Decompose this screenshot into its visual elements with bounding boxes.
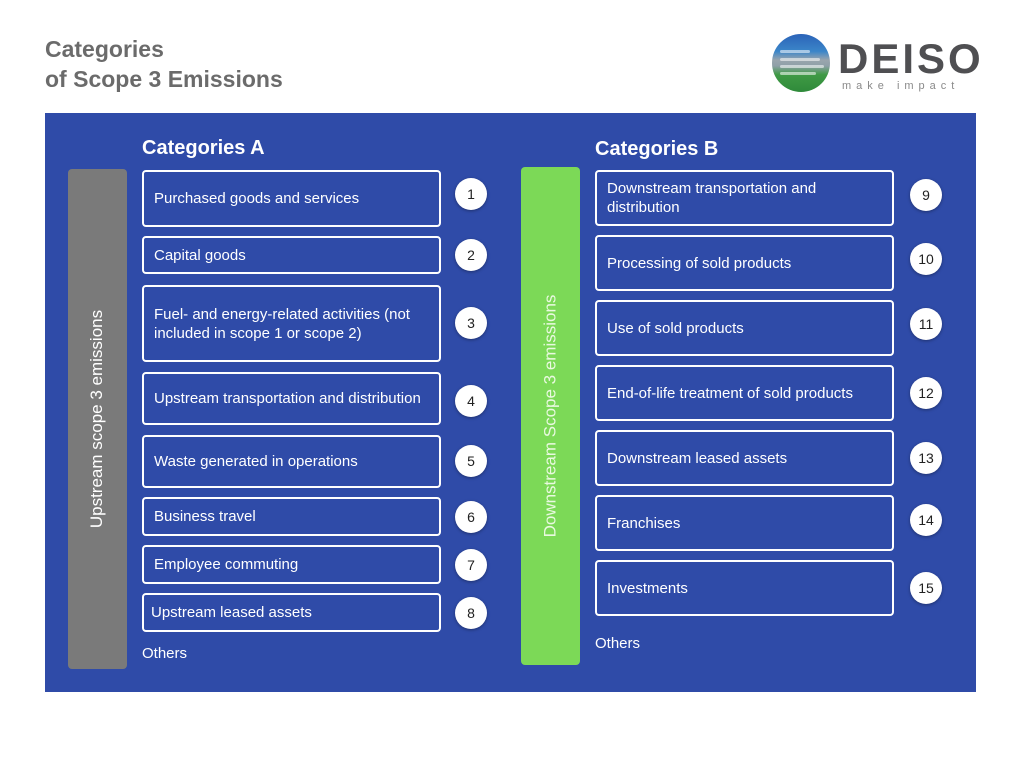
category-item-2: Capital goods	[142, 236, 441, 274]
item-label: Fuel- and energy-related activities (not…	[154, 305, 410, 342]
globe-icon	[772, 34, 830, 92]
item-label: Franchises	[607, 514, 681, 532]
number-badge-8: 8	[455, 597, 487, 629]
number-badge-2: 2	[455, 239, 487, 271]
item-label: Use of sold products	[607, 319, 744, 337]
category-item-14: Franchises	[595, 495, 894, 551]
category-item-6: Business travel	[142, 497, 441, 536]
number-badge-12: 12	[910, 377, 942, 409]
logo-tagline: make impact	[842, 80, 960, 92]
title-line-1: Categories	[45, 36, 164, 62]
number-badge-6: 6	[455, 501, 487, 533]
upstream-label: Upstream scope 3 emissions	[87, 309, 107, 529]
item-label: Downstream leased assets	[607, 449, 788, 467]
category-item-15: Investments	[595, 560, 894, 616]
item-label: Waste generated in operations	[154, 453, 358, 470]
deiso-logo: DEISO make impact	[772, 34, 981, 96]
number-badge-10: 10	[910, 243, 942, 275]
item-label: Investments	[607, 579, 688, 597]
number-badge-11: 11	[910, 308, 942, 340]
number-badge-3: 3	[455, 307, 487, 339]
category-item-3: Fuel- and energy-related activities (not…	[142, 285, 441, 362]
category-item-8: Upstream leased assets	[142, 593, 441, 632]
number-badge-15: 15	[910, 572, 942, 604]
number-badge-9: 9	[910, 179, 942, 211]
category-item-9: Downstream transportation and distributi…	[595, 170, 894, 226]
scope3-panel: Upstream scope 3 emissions Categories A …	[45, 113, 976, 692]
category-item-11: Use of sold products	[595, 300, 894, 356]
downstream-label: Downstream Scope 3 emissions	[540, 294, 560, 538]
number-badge-13: 13	[910, 442, 942, 474]
number-badge-5: 5	[455, 445, 487, 477]
logo-wordmark: DEISO	[838, 35, 984, 82]
item-label: Employee commuting	[154, 556, 299, 573]
categories-a-title: Categories A	[142, 137, 265, 159]
item-label: Downstream transportation and distributi…	[607, 180, 817, 216]
upstream-sidebar: Upstream scope 3 emissions	[68, 169, 127, 669]
item-label: Upstream transportation and distribution	[154, 390, 421, 407]
title-line-2: of Scope 3 Emissions	[45, 66, 283, 92]
number-badge-1: 1	[455, 178, 487, 210]
item-label: Business travel	[154, 508, 256, 525]
page-title: Categories of Scope 3 Emissions	[45, 34, 283, 94]
category-item-12: End-of-life treatment of sold products	[595, 365, 894, 421]
item-label: Upstream leased assets	[151, 604, 312, 621]
category-item-7: Employee commuting	[142, 545, 441, 584]
number-badge-7: 7	[455, 549, 487, 581]
others-b: Others	[595, 635, 641, 652]
number-badge-14: 14	[910, 504, 942, 536]
downstream-sidebar: Downstream Scope 3 emissions	[521, 167, 580, 665]
item-label: Processing of sold products	[607, 254, 792, 272]
category-item-5: Waste generated in operations	[142, 435, 441, 488]
item-label: Purchased goods and services	[154, 190, 360, 207]
category-item-10: Processing of sold products	[595, 235, 894, 291]
item-label: End-of-life treatment of sold products	[607, 384, 853, 402]
category-item-13: Downstream leased assets	[595, 430, 894, 486]
item-label: Capital goods	[154, 246, 246, 264]
number-badge-4: 4	[455, 385, 487, 417]
category-item-4: Upstream transportation and distribution	[142, 372, 441, 425]
others-a: Others	[142, 645, 188, 662]
category-item-1: Purchased goods and services	[142, 170, 441, 227]
categories-b-title: Categories B	[595, 138, 719, 160]
